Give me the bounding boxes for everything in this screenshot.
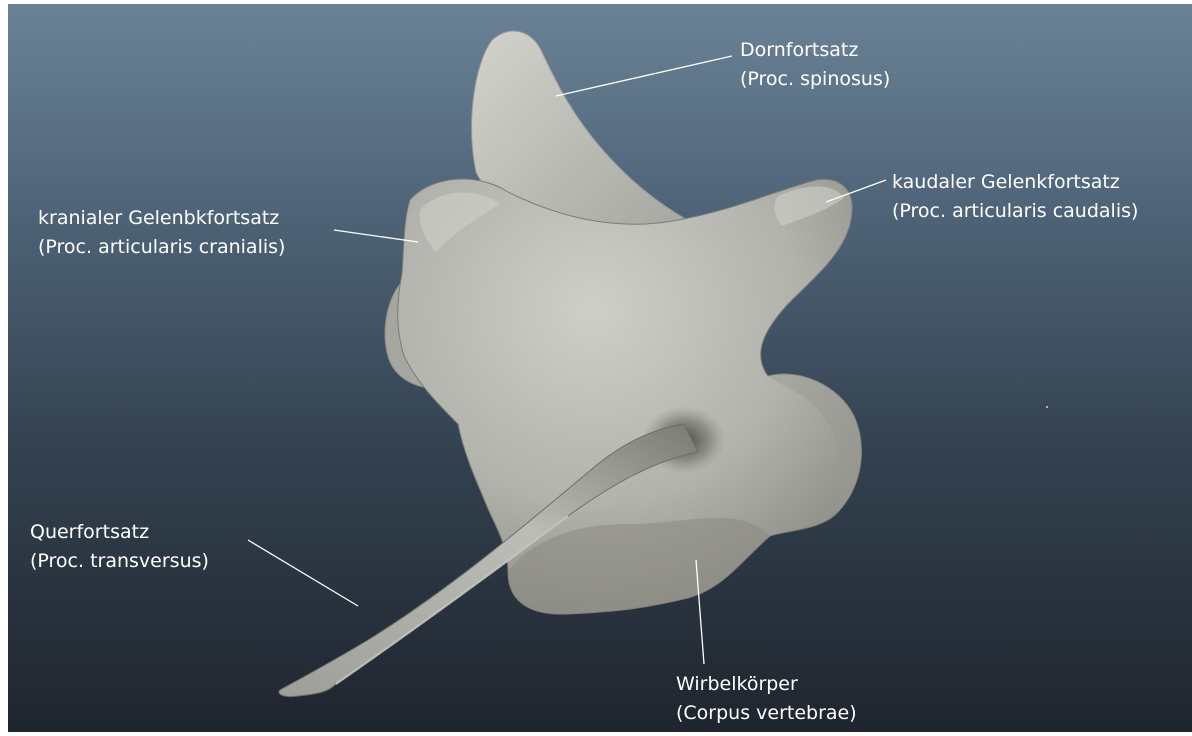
label-kranial: kranialer Gelenbkfortsatz (Proc. articul… (38, 204, 285, 262)
label-quer-latin: (Proc. transversus) (30, 547, 209, 576)
leader-line-quer (248, 540, 358, 606)
label-dornfortsatz-name: Dornfortsatz (740, 36, 890, 65)
label-quer-name: Querfortsatz (30, 518, 209, 547)
label-wirbel-latin: (Corpus vertebrae) (676, 699, 857, 728)
vertebra-model (8, 4, 1192, 732)
label-wirbel-name: Wirbelkörper (676, 670, 857, 699)
label-kaudal-name: kaudaler Gelenkfortsatz (892, 168, 1138, 197)
leader-line-dornfortsatz (556, 56, 732, 96)
label-dornfortsatz: Dornfortsatz (Proc. spinosus) (740, 36, 890, 94)
label-wirbel: Wirbelkörper (Corpus vertebrae) (676, 670, 857, 728)
viewport-speck (1046, 406, 1048, 408)
label-quer: Querfortsatz (Proc. transversus) (30, 518, 209, 576)
label-dornfortsatz-latin: (Proc. spinosus) (740, 65, 890, 94)
label-kranial-latin: (Proc. articularis cranialis) (38, 233, 285, 262)
label-kaudal: kaudaler Gelenkfortsatz (Proc. articular… (892, 168, 1138, 226)
label-kranial-name: kranialer Gelenbkfortsatz (38, 204, 285, 233)
viewport-3d[interactable]: Dornfortsatz (Proc. spinosus) kaudaler G… (8, 4, 1192, 732)
label-kaudal-latin: (Proc. articularis caudalis) (892, 197, 1138, 226)
